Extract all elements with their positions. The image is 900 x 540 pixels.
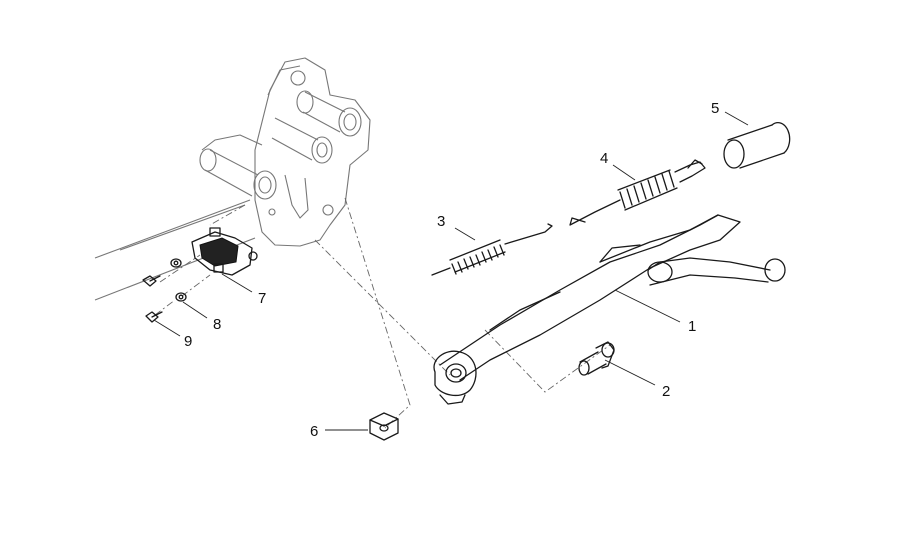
frame-cylinder-top bbox=[296, 90, 362, 137]
part-6-nut bbox=[369, 412, 399, 441]
callout-5: 5 bbox=[711, 100, 719, 117]
part-3-spring bbox=[431, 223, 553, 276]
callout-8: 8 bbox=[213, 316, 221, 333]
callout-1: 1 bbox=[688, 318, 696, 335]
part-fasteners bbox=[142, 258, 187, 323]
callout-6: 6 bbox=[310, 423, 318, 440]
callout-7: 7 bbox=[258, 290, 266, 307]
assembly-lines bbox=[154, 197, 611, 429]
callout-9: 9 bbox=[184, 333, 192, 350]
leader-lines bbox=[153, 111, 749, 431]
callout-2: 2 bbox=[662, 383, 670, 400]
callout-4: 4 bbox=[600, 150, 608, 167]
callout-3: 3 bbox=[437, 213, 445, 230]
part-7-sensor bbox=[191, 227, 258, 276]
frame-cylinder-left bbox=[199, 134, 277, 200]
callout-labels: 1 2 3 4 5 6 7 8 9 bbox=[184, 100, 719, 440]
part-2-pin bbox=[578, 341, 615, 376]
frame-bracket bbox=[94, 57, 371, 301]
part-5-sleeve bbox=[723, 122, 791, 169]
part-1-side-stand bbox=[433, 214, 786, 405]
part-4-spring bbox=[569, 159, 706, 226]
frame-cylinder-middle bbox=[271, 117, 333, 164]
